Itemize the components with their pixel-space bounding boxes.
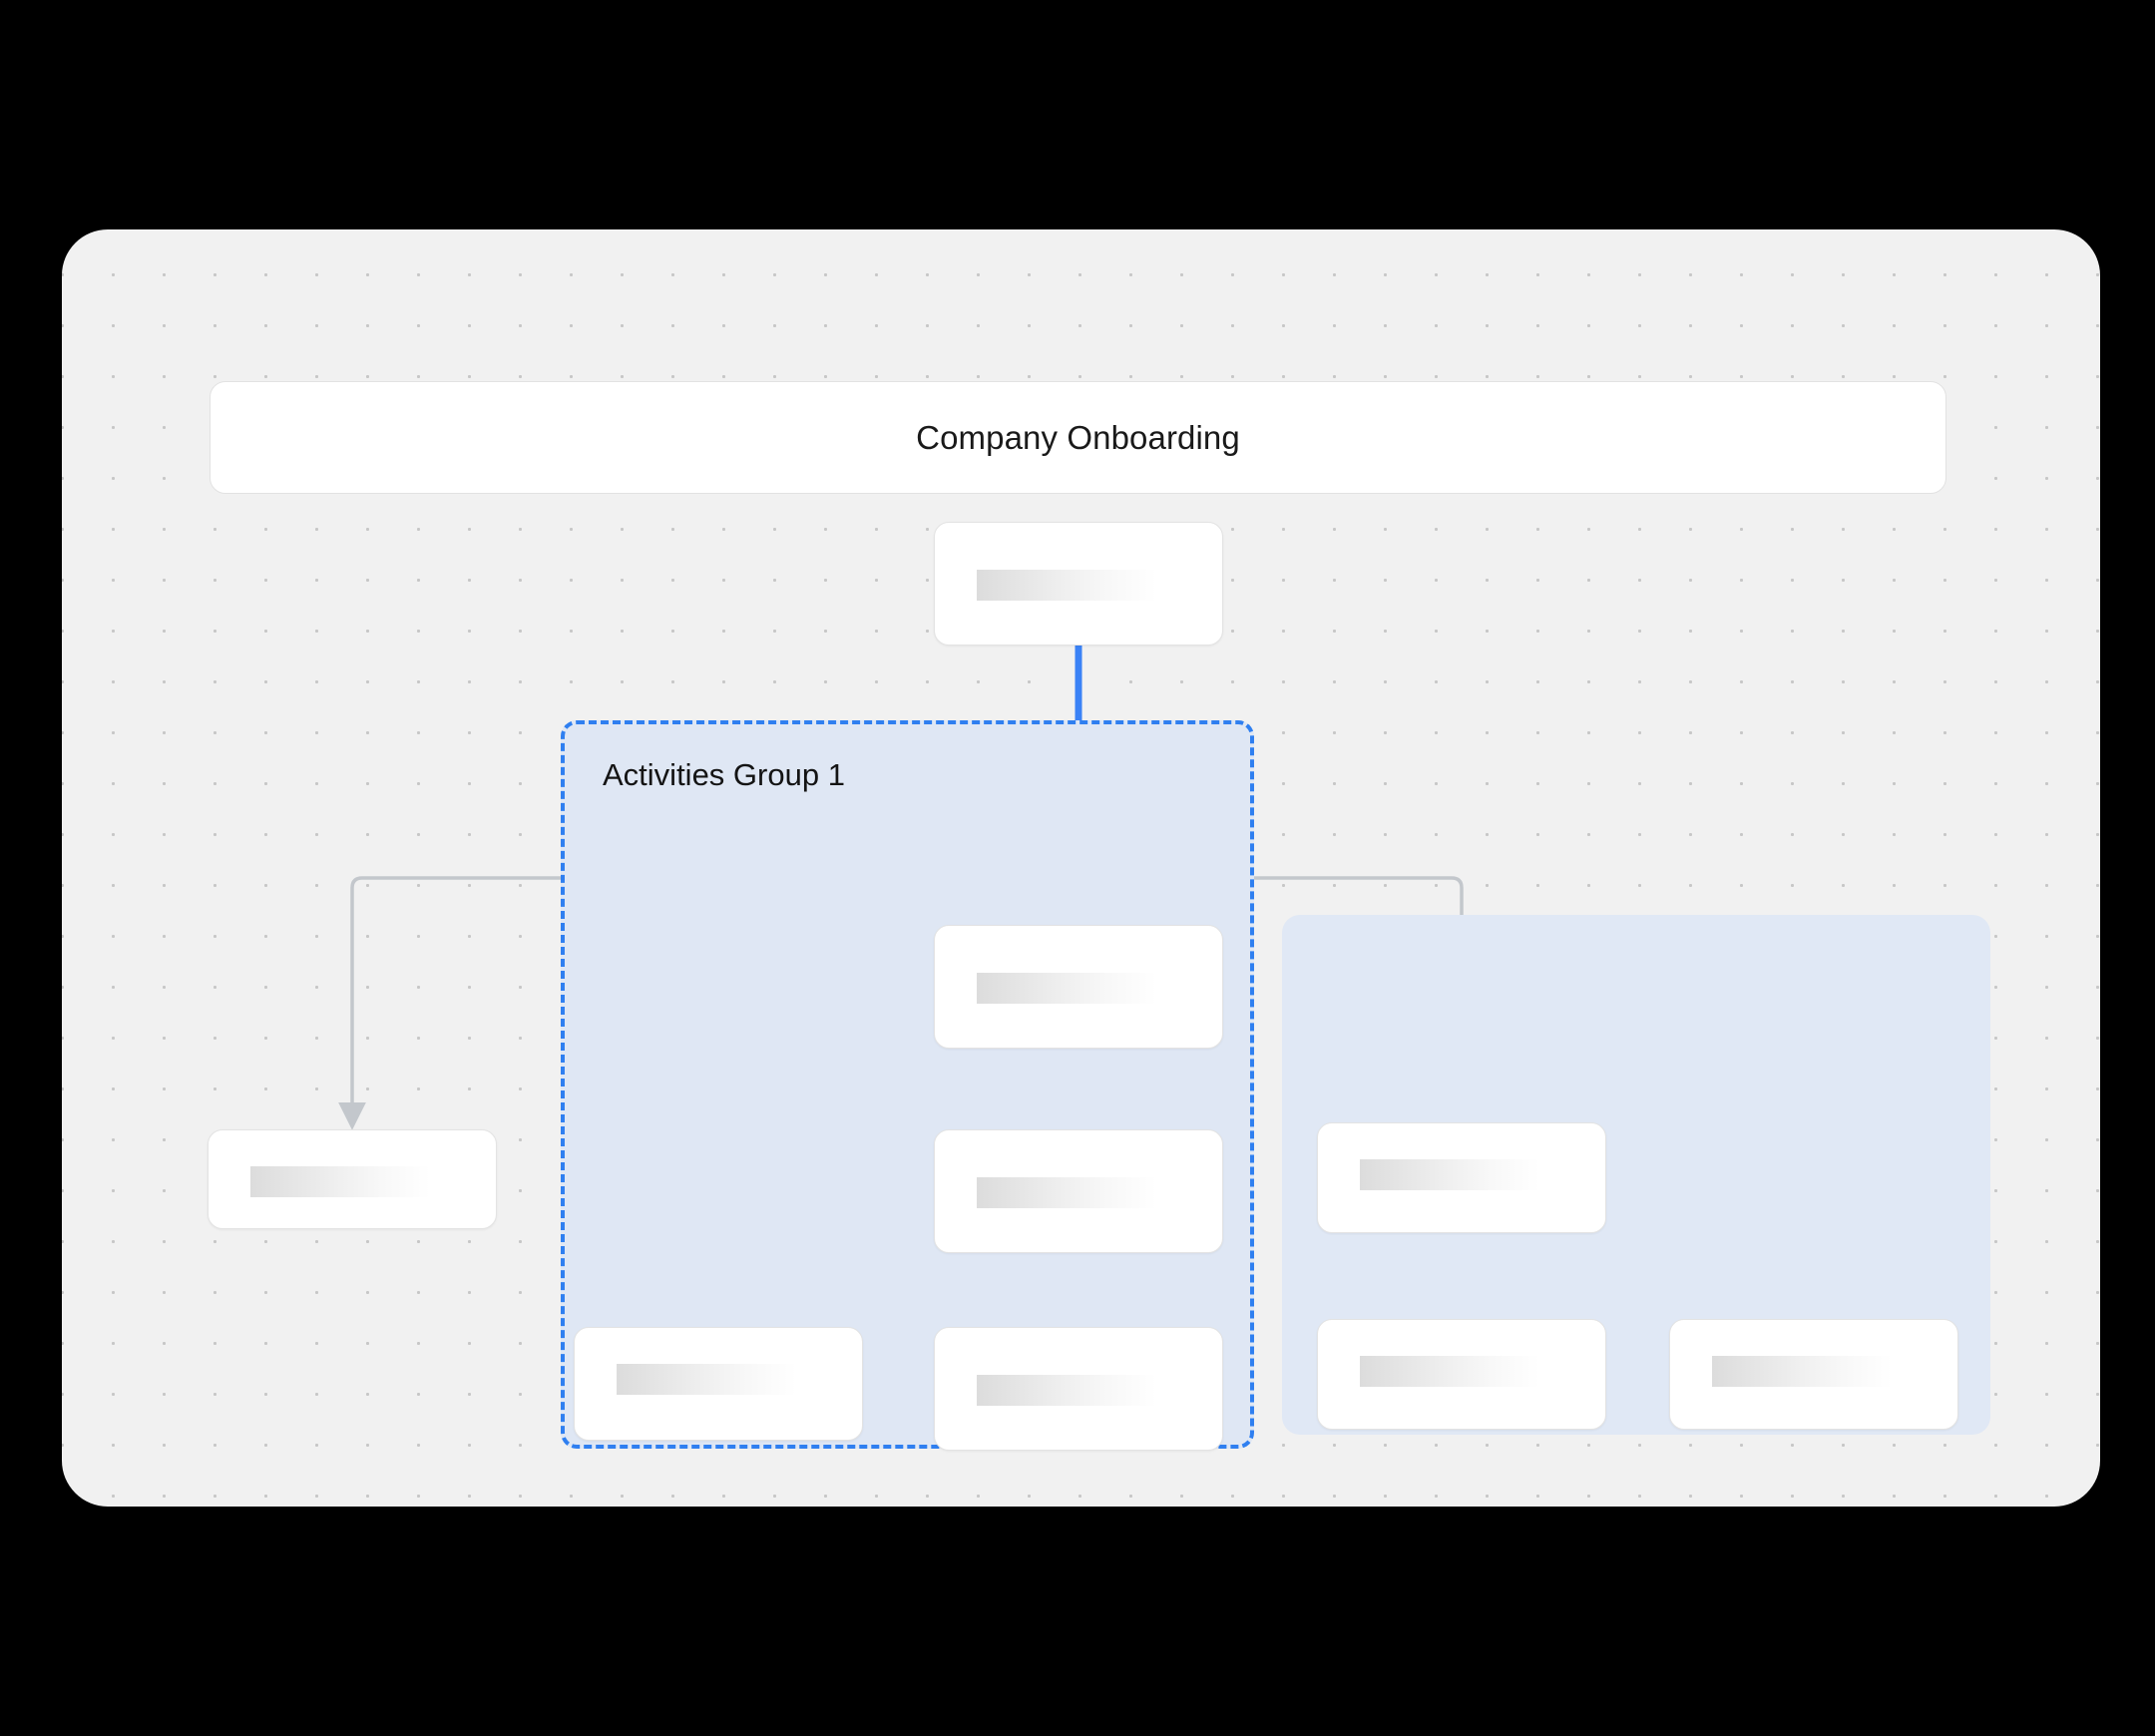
node-activity-5[interactable] [1317, 1122, 1606, 1233]
node-root[interactable] [934, 522, 1223, 646]
node-activity-3[interactable] [934, 1327, 1223, 1451]
node-skeleton-placeholder [617, 1364, 804, 1395]
node-activity-7[interactable] [1669, 1319, 1958, 1430]
page-title: Company Onboarding [916, 418, 1240, 456]
node-skeleton-placeholder [1360, 1356, 1547, 1387]
group-label: Activities Group 1 [603, 757, 845, 792]
node-skeleton-placeholder [977, 1177, 1164, 1208]
node-left-branch[interactable] [208, 1129, 497, 1229]
node-skeleton-placeholder [250, 1166, 438, 1197]
node-activity-6[interactable] [1317, 1319, 1606, 1430]
node-skeleton-placeholder [1360, 1159, 1547, 1190]
flow-title-bar[interactable]: Company Onboarding [210, 381, 1946, 494]
node-skeleton-placeholder [977, 1375, 1164, 1406]
node-skeleton-placeholder [977, 570, 1164, 601]
node-skeleton-placeholder [977, 973, 1164, 1004]
node-activity-2[interactable] [934, 1129, 1223, 1253]
node-activity-1[interactable] [934, 925, 1223, 1049]
node-skeleton-placeholder [1712, 1356, 1900, 1387]
node-activity-4[interactable] [574, 1327, 863, 1441]
